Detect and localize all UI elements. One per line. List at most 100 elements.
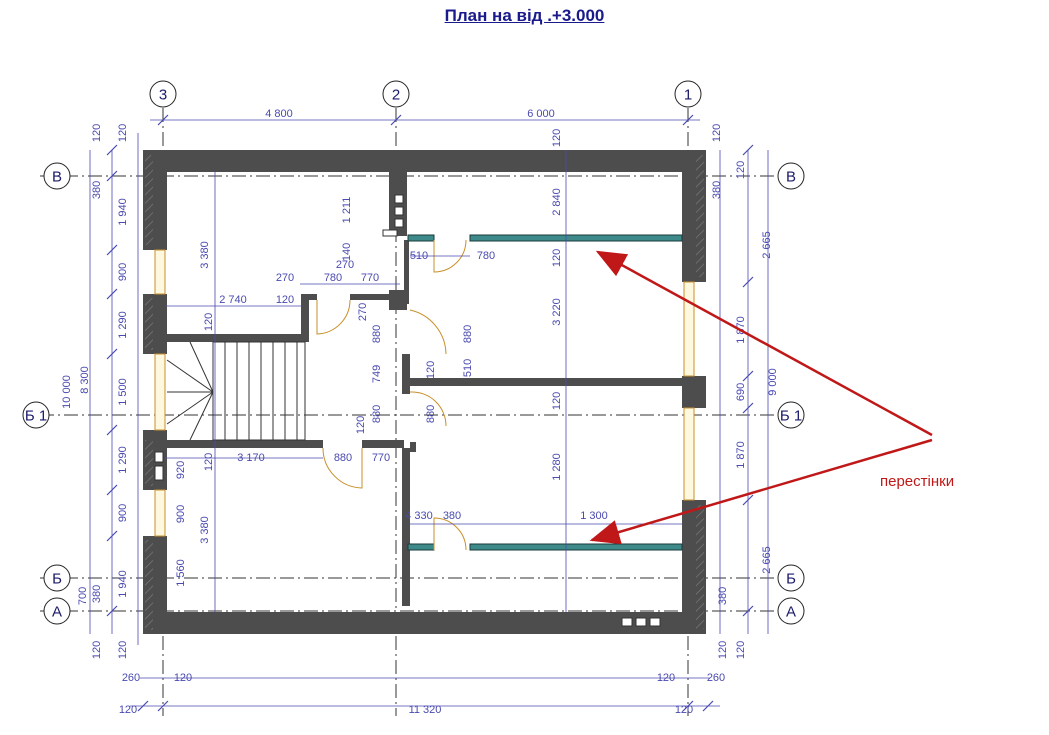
dim-bot-120-b: 120: [117, 641, 129, 659]
dim-int-749: 749: [371, 365, 383, 383]
dim-right-1870b: 1 870: [735, 441, 747, 469]
axis-label-v-left: В: [52, 169, 62, 186]
dim-bot-120-a: 120: [91, 641, 103, 659]
dim-int-120-d: 120: [425, 361, 437, 379]
dim-int-510-top: 510: [410, 250, 428, 262]
dim-left-1940b: 1 940: [117, 570, 129, 598]
dim-right-690: 690: [735, 383, 747, 401]
dim-int-900: 900: [175, 505, 187, 523]
dim-bottom-120-b: 120: [657, 672, 675, 684]
dim-int-880-c: 880: [462, 325, 474, 343]
dim-int-140: 140: [341, 243, 353, 261]
dimension-lines: [89, 119, 769, 707]
dim-int-270b: 270: [276, 272, 294, 284]
dim-int-270-v: 270: [357, 303, 369, 321]
dim-int-270: 270: [336, 259, 354, 271]
wall-hatch: [145, 155, 704, 630]
dimension-texts-horizontal: 4 800 6 000 120 11 320 120 260 120 120 2…: [119, 108, 725, 716]
dim-right-380b: 380: [717, 587, 729, 605]
dim-int-770: 770: [361, 272, 379, 284]
dim-int-3380: 3 380: [199, 241, 211, 269]
dim-left-380: 380: [91, 181, 103, 199]
dim-int-120-stair: 120: [203, 313, 215, 331]
dim-right-2665b: 2 665: [761, 546, 773, 574]
dim-int-780-bottom: 380: [443, 510, 461, 522]
dim-int-120-g: 120: [551, 392, 563, 410]
dim-bottom-260-right: 260: [707, 672, 725, 684]
dim-left-1940: 1 940: [117, 198, 129, 226]
dim-left-900: 900: [117, 263, 129, 281]
dim-int-3170: 3 170: [237, 452, 265, 464]
axis-bubbles: [22, 80, 805, 625]
dim-left-1500: 1 500: [117, 378, 129, 406]
dim-bottom-120-right: 120: [675, 704, 693, 716]
axis-label-3: 3: [159, 87, 167, 104]
axis-label-a-left: А: [52, 604, 62, 621]
dim-int-120-c: 120: [355, 416, 367, 434]
interior-walls: [165, 172, 682, 606]
dim-int-780-top: 780: [477, 250, 495, 262]
axis-label-a-right: А: [786, 604, 796, 621]
axis-label-b1-left: Б 1: [25, 408, 47, 425]
dim-int-880-a: 880: [371, 325, 383, 343]
dim-int-120-f: 120: [551, 249, 563, 267]
annotation-arrows: [589, 250, 933, 545]
dim-top-120-c: 120: [711, 124, 723, 142]
dim-int-880-d: 880: [425, 405, 437, 423]
dim-bot-120-c: 120: [717, 641, 729, 659]
dim-top-120-b: 120: [117, 124, 129, 142]
dim-int-120-e: 120: [203, 453, 215, 471]
axis-label-2: 2: [392, 87, 400, 104]
dim-int-920: 920: [175, 461, 187, 479]
dim-int-2740: 2 740: [219, 294, 247, 306]
vent-details: [154, 194, 661, 627]
doors: [316, 239, 467, 551]
dim-int-3220: 1 280: [551, 453, 563, 481]
dim-bottom-120-left: 120: [119, 704, 137, 716]
dim-int-510-bottom: 4 330: [405, 510, 433, 522]
dim-left-10000: 10 000: [61, 375, 73, 409]
dim-int-770-hall: 770: [372, 452, 390, 464]
axis-label-b-right: Б: [786, 571, 796, 588]
axis-label-1: 1: [684, 87, 692, 104]
axis-labels: 3 2 1 В В Б 1 Б 1 Б Б А А: [25, 87, 802, 621]
dim-int-880-hall: 880: [334, 452, 352, 464]
dim-int-1211: 1 211: [341, 197, 353, 224]
dim-right-120: 120: [735, 161, 747, 179]
axis-label-v-right: В: [786, 169, 796, 186]
axis-label-b-left: Б: [52, 571, 62, 588]
axis-label-b1-right: Б 1: [780, 408, 802, 425]
windows: [154, 249, 695, 537]
dim-left-1290: 1 290: [117, 311, 129, 339]
dim-bot-120-d: 120: [735, 641, 747, 659]
dim-bottom-120-a: 120: [174, 672, 192, 684]
dim-bottom-260-left: 260: [122, 672, 140, 684]
dim-left-380b: 380: [91, 585, 103, 603]
dim-int-1300: 2 840: [551, 188, 563, 216]
dim-right-380: 380: [711, 181, 723, 199]
dim-right-9000: 9 000: [767, 368, 779, 396]
partitions: [407, 234, 683, 551]
dim-int-2840: 3 220: [551, 298, 563, 326]
dim-left-1290b: 1 290: [117, 446, 129, 474]
dim-int-380: 120: [551, 129, 563, 147]
dim-int-4330: 1 300: [580, 510, 608, 522]
dim-bottom-11320: 11 320: [409, 704, 442, 716]
dim-left-8300: 8 300: [79, 366, 91, 394]
dimension-texts-vertical: 10 000 8 300 380 1 940 900 1 290 1 500 1…: [61, 124, 779, 659]
dim-int-1560: 1 560: [175, 559, 187, 587]
plan-title: План на від .+3.000: [444, 6, 605, 25]
dim-top-6000: 6 000: [527, 108, 555, 120]
dim-top-4800: 4 800: [265, 108, 293, 120]
dim-int-780: 780: [324, 272, 342, 284]
dim-int-510-v: 510: [462, 359, 474, 377]
partitions-annotation: перестінки: [880, 473, 954, 490]
dim-int-880-b: 880: [371, 405, 383, 423]
staircase: [166, 341, 306, 441]
outer-walls: [143, 150, 706, 634]
dim-int-120: 120: [276, 294, 294, 306]
dimension-ticks: [106, 114, 754, 712]
dim-left-900b: 900: [117, 504, 129, 522]
dim-int-3380b: 3 380: [199, 516, 211, 544]
